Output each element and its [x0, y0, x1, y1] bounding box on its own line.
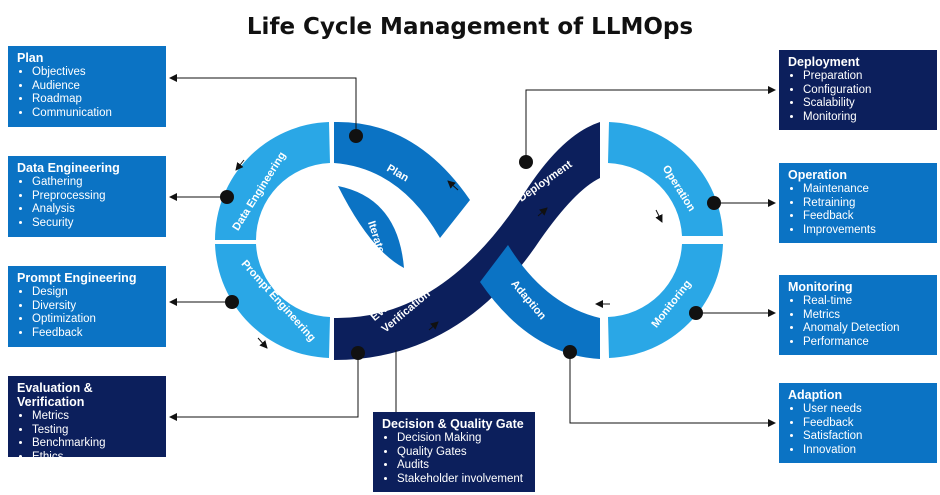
plan-box: Plan Objectives Audience Roadmap Communi…	[8, 46, 166, 127]
operation-box-title: Operation	[788, 168, 848, 182]
adaption-box: Adaption User needs Feedback Satisfactio…	[779, 383, 937, 463]
evaluation-box: Evaluation & Verification Metrics Testin…	[8, 376, 166, 463]
adaption-box-title: Adaption	[788, 388, 843, 402]
prompt-engineering-segment	[215, 244, 330, 358]
iterate-segment	[338, 186, 404, 268]
data-engineering-segment	[214, 122, 330, 240]
adaption-dot	[563, 345, 577, 359]
list-item: Monitoring	[803, 111, 929, 125]
flow-arrow-icon	[655, 209, 663, 223]
list-item: Feedback	[32, 327, 158, 341]
data-engineering-box: Data Engineering Gathering Preprocessing…	[8, 156, 166, 237]
plan-box-title: Plan	[17, 51, 44, 65]
plan-connector	[169, 74, 357, 136]
list-item: Retraining	[803, 197, 929, 211]
deployment-dot	[519, 155, 533, 169]
plan-segment	[334, 121, 470, 238]
list-item: Security	[32, 217, 158, 231]
flow-arrow-icon	[257, 337, 268, 349]
prompt-engineering-box: Prompt Engineering Design Diversity Opti…	[8, 266, 166, 347]
flow-arrow-icon	[537, 207, 548, 217]
evaluation-box-title: Evaluation & Verification	[17, 381, 93, 409]
list-item: Diversity	[32, 300, 158, 314]
list-item: Communication	[32, 107, 158, 121]
flow-arrow-icon	[428, 321, 439, 331]
list-item: Testing	[32, 424, 158, 438]
list-item: Metrics	[32, 410, 158, 424]
list-item: Innovation	[803, 444, 929, 458]
deployment-box: Deployment Preparation Configuration Sca…	[779, 50, 937, 130]
model-band	[334, 122, 600, 360]
monitoring-box: Monitoring Real-time Metrics Anomaly Det…	[779, 275, 937, 355]
list-item: Decision Making	[397, 432, 527, 446]
list-item: Design	[32, 286, 158, 300]
list-item: Audits	[397, 459, 527, 473]
evaluation-connector	[169, 353, 359, 421]
deployment-connector	[525, 86, 776, 162]
list-item: Satisfaction	[803, 430, 929, 444]
list-item: Analysis	[32, 203, 158, 217]
list-item: User needs	[803, 403, 929, 417]
decision-box: Decision & Quality Gate Decision Making …	[373, 412, 535, 492]
list-item: Performance	[803, 336, 929, 350]
list-item: Scalability	[803, 97, 929, 111]
list-item: Audience	[32, 80, 158, 94]
data-engineering-box-title: Data Engineering	[17, 161, 120, 175]
list-item: Maintenance	[803, 183, 929, 197]
monitoring-segment	[608, 244, 723, 358]
list-item: Real-time	[803, 295, 929, 309]
list-item: Roadmap	[32, 93, 158, 107]
list-item: Feedback	[803, 210, 929, 224]
operation-segment	[608, 122, 723, 236]
adaption-connector	[569, 352, 776, 427]
list-item: Preprocessing	[32, 190, 158, 204]
list-item: Metrics	[803, 309, 929, 323]
adaption-segment	[480, 245, 600, 359]
monitoring-box-title: Monitoring	[788, 280, 853, 294]
list-item: Objectives	[32, 66, 158, 80]
operation-box: Operation Maintenance Retraining Feedbac…	[779, 163, 937, 243]
list-item: Optimization	[32, 313, 158, 327]
monitoring-dot	[689, 306, 703, 320]
list-item: Benchmarking	[32, 437, 158, 451]
list-item: Gathering	[32, 176, 158, 190]
list-item: Quality Gates	[397, 446, 527, 460]
list-item: Configuration	[803, 84, 929, 98]
evaluation-dot	[351, 346, 365, 360]
prompt-engineering-dot	[225, 295, 239, 309]
decision-box-title: Decision & Quality Gate	[382, 417, 524, 431]
data-engineering-dot	[220, 190, 234, 204]
list-item: Feedback	[803, 417, 929, 431]
list-item: Stakeholder involvement	[397, 473, 527, 487]
flow-arrow-icon	[235, 159, 245, 171]
prompt-engineering-box-title: Prompt Engineering	[17, 271, 137, 285]
list-item: Preparation	[803, 70, 929, 84]
page-title: Life Cycle Management of LLMOps	[246, 14, 694, 40]
list-item: Anomaly Detection	[803, 322, 929, 336]
list-item: Ethics	[32, 451, 158, 465]
plan-dot	[349, 129, 363, 143]
operation-dot	[707, 196, 721, 210]
deployment-box-title: Deployment	[788, 55, 860, 69]
flow-arrow-icon	[447, 180, 459, 191]
list-item: Improvements	[803, 224, 929, 238]
